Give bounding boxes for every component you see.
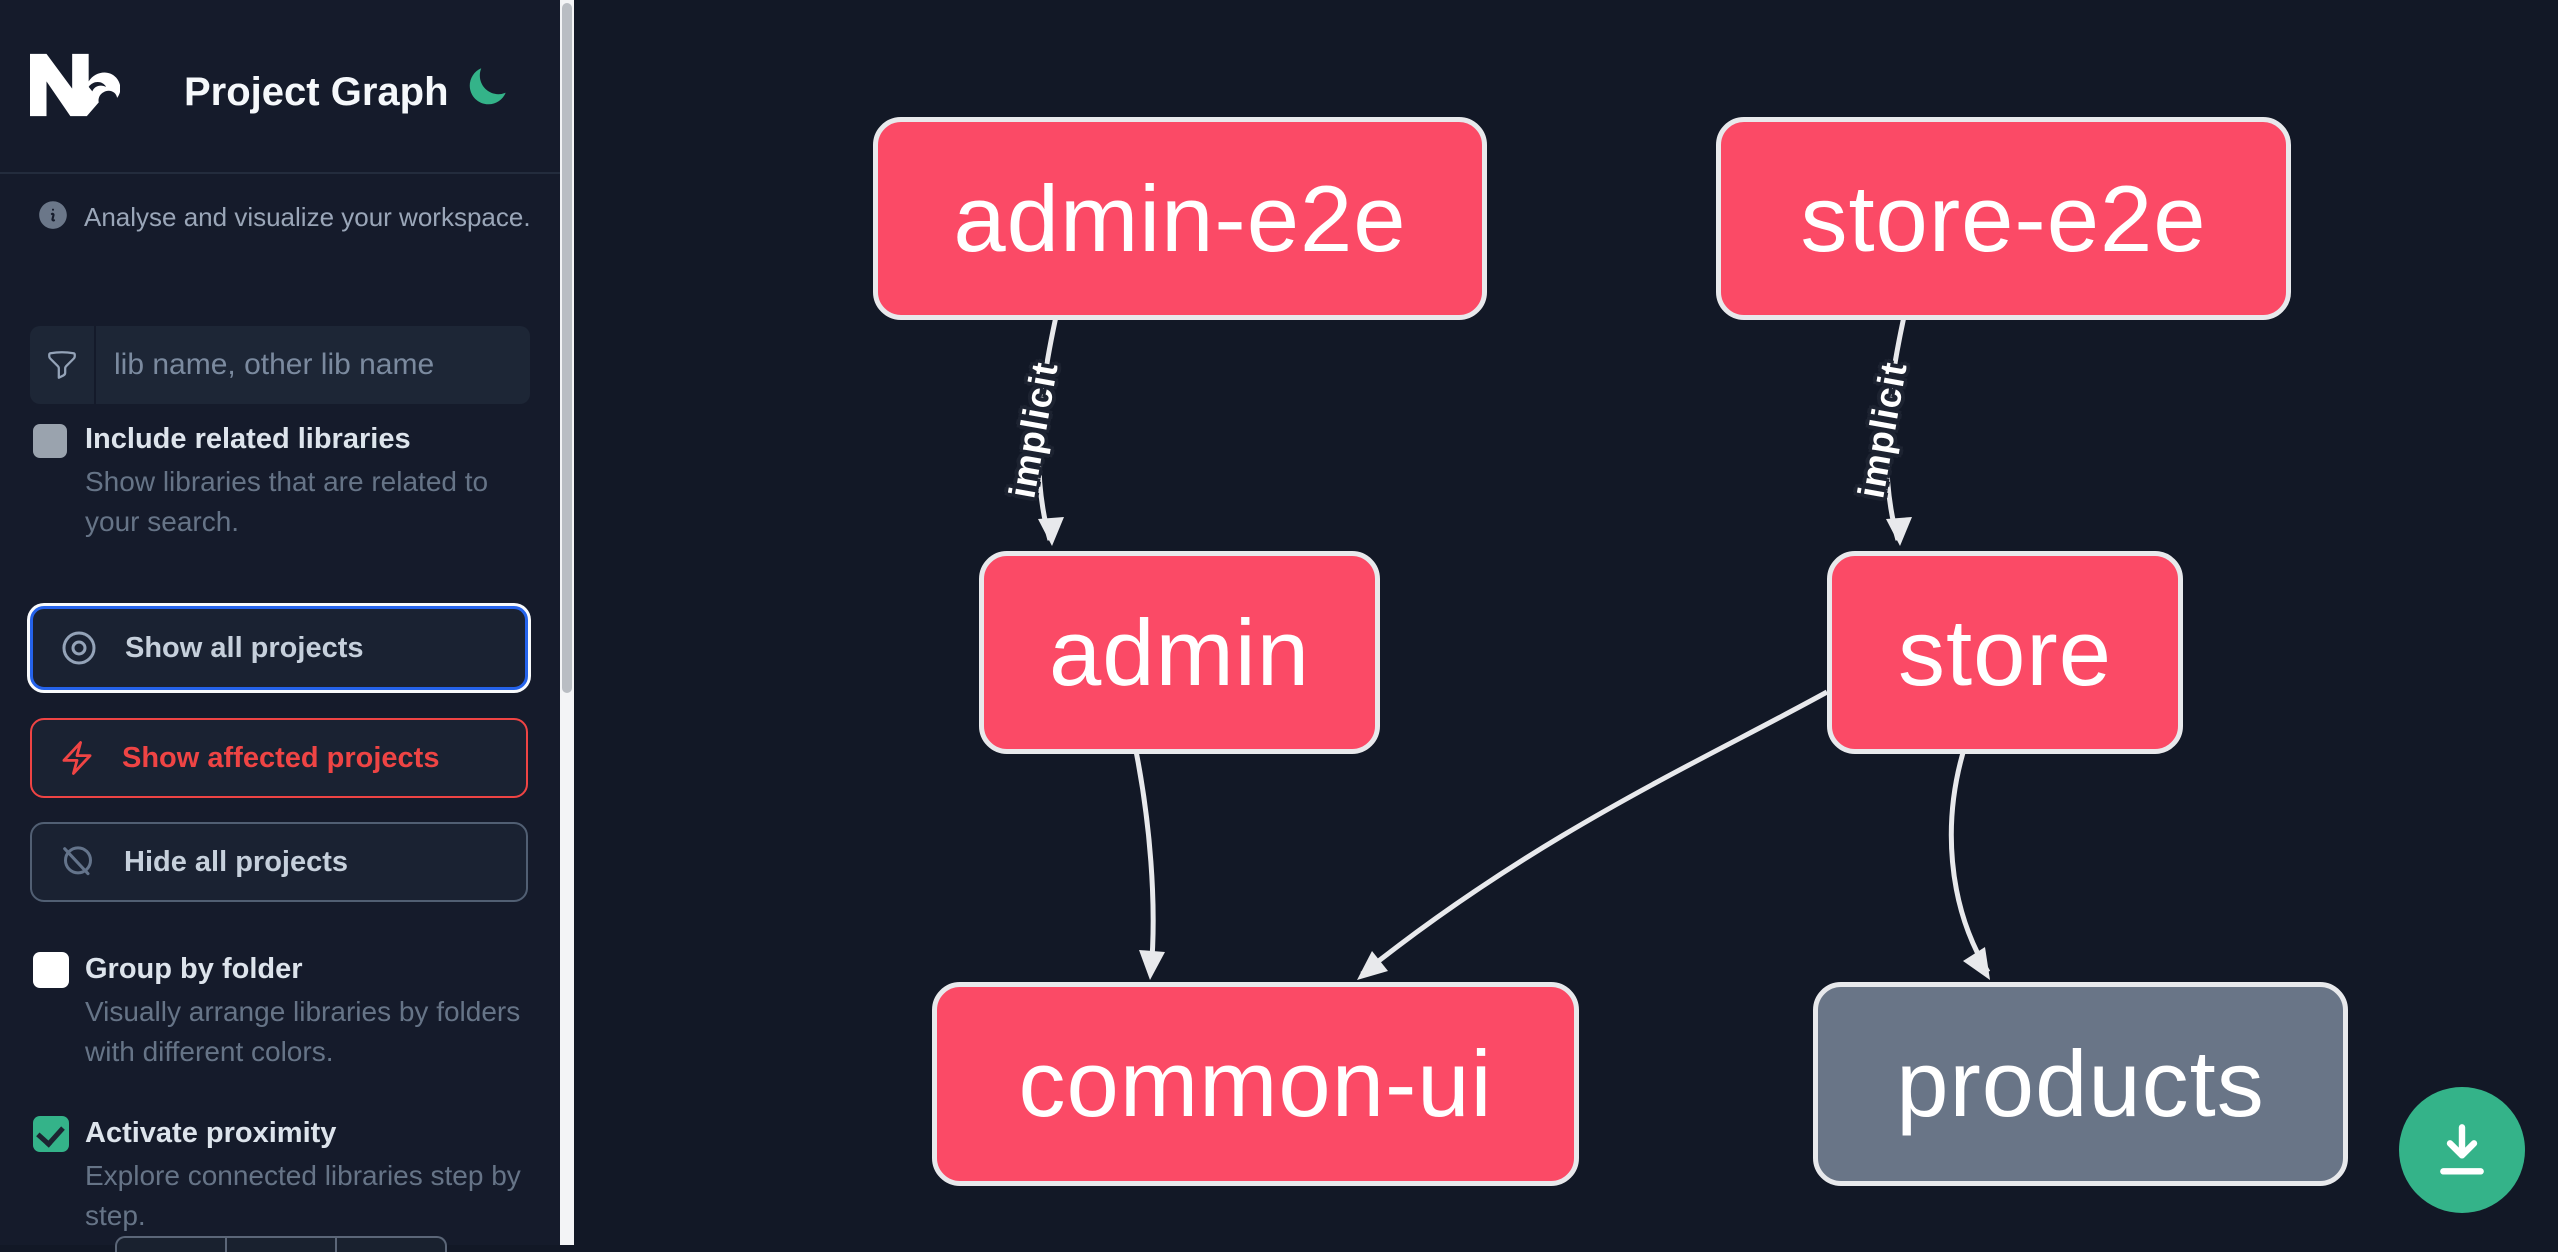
eye-icon [62, 631, 96, 665]
include-related-libraries-checkbox[interactable] [33, 424, 67, 458]
segment [117, 1238, 227, 1252]
edge-store-e2e-store [1884, 311, 1908, 541]
graph-node-common-ui[interactable]: common-ui [932, 982, 1579, 1186]
edge-admin-e2e-admin [1036, 311, 1060, 541]
edge-store-common-ui [1360, 689, 1829, 976]
show-affected-projects-button[interactable]: Show affected projects [30, 718, 528, 798]
edge-admin-common-ui [1132, 745, 1156, 973]
eye-off-icon [63, 846, 92, 876]
node-label: admin [1048, 599, 1311, 705]
moon-icon[interactable] [464, 64, 510, 115]
download-icon [2440, 1124, 2484, 1175]
bottom-control-partial[interactable] [115, 1236, 447, 1252]
hide-all-projects-button[interactable]: Hide all projects [30, 822, 528, 902]
arrowhead-icon [1886, 517, 1912, 546]
toggle-label: Include related libraries [85, 423, 411, 455]
scrollbar-thumb[interactable] [562, 3, 572, 693]
page-title: Project Graph [184, 70, 449, 114]
download-graph-button[interactable] [2399, 1087, 2525, 1213]
toggle-label: Group by folder [85, 953, 303, 985]
graph-node-admin-e2e[interactable]: admin-e2e [873, 117, 1487, 320]
button-label: Show affected projects [122, 741, 440, 774]
button-label: Show all projects [125, 631, 364, 664]
edge-store-products [1948, 745, 1991, 974]
info-icon [36, 198, 70, 237]
node-label: admin-e2e [953, 165, 1407, 271]
sidebar-scrollbar[interactable] [560, 0, 574, 1245]
sidebar: Project Graph Analyse and visualize your… [0, 0, 560, 1252]
search-input[interactable] [96, 328, 530, 402]
graph-node-products[interactable]: products [1813, 982, 2348, 1186]
arrowhead-icon [1038, 517, 1064, 546]
toggle-description: Visually arrange libraries by folders wi… [85, 996, 521, 1067]
segment [227, 1238, 337, 1252]
node-label: store [1898, 599, 2112, 705]
tagline: Analyse and visualize your workspace. [84, 202, 531, 232]
activate-proximity-checkbox[interactable] [33, 1116, 69, 1152]
search-box [30, 326, 530, 404]
funnel-icon [30, 326, 96, 404]
arrowhead-icon [1963, 947, 1990, 980]
toggle-description: Explore connected libraries step by step… [85, 1160, 521, 1231]
arrowhead-icon [1357, 951, 1388, 980]
arrowhead-icon [1139, 950, 1165, 980]
graph-node-store-e2e[interactable]: store-e2e [1716, 117, 2291, 320]
header-divider [0, 172, 560, 174]
node-label: products [1896, 1031, 2265, 1136]
toggle-label: Activate proximity [85, 1117, 337, 1149]
node-label: store-e2e [1800, 165, 2207, 271]
graph-node-admin[interactable]: admin [979, 551, 1380, 754]
segment [337, 1238, 445, 1252]
group-by-folder-checkbox[interactable] [33, 952, 69, 988]
button-label: Hide all projects [124, 845, 349, 878]
toggle-description: Show libraries that are related to your … [85, 466, 489, 537]
bolt-icon [62, 741, 92, 775]
graph-node-store[interactable]: store [1827, 551, 2183, 754]
show-all-projects-button[interactable]: Show all projects [30, 606, 528, 690]
nx-logo [28, 52, 121, 123]
node-label: common-ui [1018, 1031, 1493, 1136]
